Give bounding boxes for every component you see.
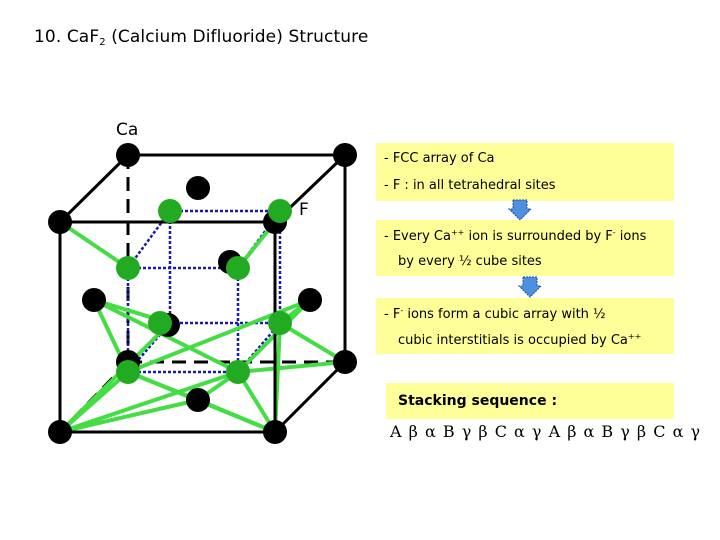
stacking-sequence: A β α B γ β C α γ A β α B γ β C α γ [390,422,702,441]
ca-atom [186,176,210,200]
ca-label: Ca [116,120,139,140]
ca-atom [186,388,210,412]
note-half-cube: by every ½ cube sites [398,254,542,269]
title-suffix: (Calcium Difluoride) Structure [105,27,369,47]
ca-atom [48,210,72,234]
note-box-1: - FCC array of Ca - F : in all tetrahedr… [376,143,674,201]
title-subscript: 2 [99,37,106,48]
note-tetrahedral: - F : in all tetrahedral sites [384,178,556,193]
down-arrow-icon [508,199,532,221]
f-atom [116,256,140,280]
ca-atom [298,288,322,312]
stacking-title: Stacking sequence : [398,393,558,409]
f-cube-edges [126,209,282,374]
f-atom [158,199,182,223]
f-atom [268,199,292,223]
note-box-2: - Every Ca++ ion is surrounded by F- ion… [376,220,674,276]
note-cubic-array-b: ions form a cubic array with ½ [403,307,606,322]
cube-visible-edges [58,153,347,434]
f-atom [116,360,140,384]
f-atom [148,311,172,335]
page-title: 10. CaF2 (Calcium Difluoride) Structure [34,27,368,48]
note-cubic-array: - F- ions form a cubic array with ½ [384,306,606,322]
ca-atom [82,288,106,312]
note-interstitials: cubic interstitials is occupied by Ca++ [398,332,641,348]
ca-atom [48,420,72,444]
note-fcc: - FCC array of Ca [384,151,495,166]
f-label: F [299,200,309,220]
note-surrounded-sup2: - [612,228,616,237]
note-cubic-array-a: - F [384,307,401,322]
f-atom [226,360,250,384]
note-surrounded: - Every Ca++ ion is surrounded by F- ion… [384,228,646,244]
note-surrounded-b: ion is surrounded by F [464,229,613,244]
title-prefix: 10. CaF [34,27,100,47]
note-surrounded-sup1: ++ [450,228,465,237]
ca-atom [333,143,357,167]
note-surrounded-c: ions [615,229,647,244]
f-atom [226,256,250,280]
f-atom [268,311,292,335]
note-surrounded-a: - Every Ca [384,229,451,244]
f-atoms [116,199,292,384]
ca-atom [333,350,357,374]
note-interstitials-a: cubic interstitials is occupied by Ca [398,333,628,348]
note-interstitials-sup: ++ [627,332,642,341]
note-cubic-array-sup: - [400,306,404,315]
note-box-3: - F- ions form a cubic array with ½ cubi… [376,298,674,354]
ca-atom [263,420,287,444]
stacking-box [386,383,674,419]
ca-atom [116,143,140,167]
down-arrow-icon [518,276,542,298]
